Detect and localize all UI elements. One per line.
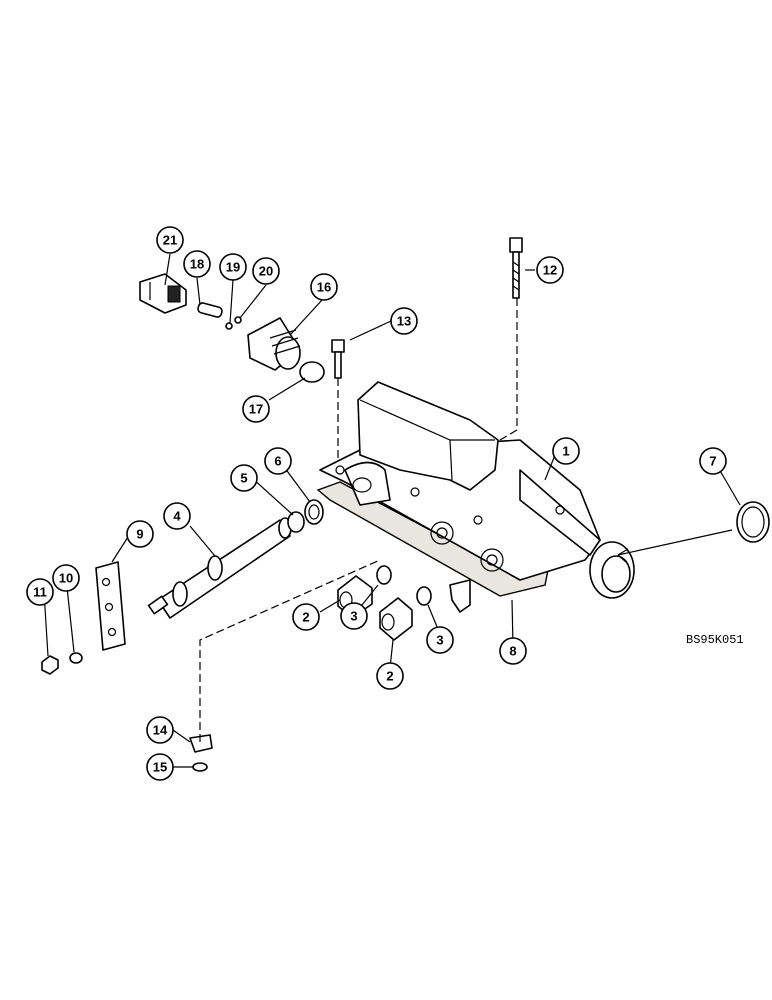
- seal-upper: [376, 565, 392, 585]
- svg-text:10: 10: [59, 571, 73, 586]
- plug-body: [247, 317, 301, 371]
- callout-14: 14: [146, 716, 174, 744]
- callout-10: 10: [52, 564, 80, 592]
- callout-15: 15: [146, 753, 174, 781]
- cap-14: [189, 734, 213, 753]
- callout-17: 17: [242, 395, 270, 423]
- svg-text:9: 9: [136, 527, 143, 542]
- svg-text:4: 4: [173, 509, 181, 524]
- callout-20: 20: [252, 257, 280, 285]
- callout-12: 12: [536, 256, 564, 284]
- short-bolt: [331, 339, 345, 460]
- seal-5: [287, 511, 305, 533]
- reference-code: BS95K051: [686, 633, 744, 647]
- valve-housing: [316, 381, 635, 613]
- svg-text:5: 5: [240, 471, 247, 486]
- callout-19: 19: [219, 253, 247, 281]
- link-plate: [95, 561, 126, 651]
- svg-text:1: 1: [562, 444, 569, 459]
- svg-text:21: 21: [163, 233, 177, 248]
- callout-21: 21: [156, 226, 184, 254]
- svg-text:3: 3: [436, 633, 443, 648]
- callout-16: 16: [310, 273, 338, 301]
- callout-2-upper: 2: [292, 603, 320, 631]
- seal-6: [304, 499, 324, 525]
- callout-2-lower: 2: [376, 662, 404, 690]
- o-ring-large: [299, 361, 325, 383]
- svg-text:17: 17: [249, 402, 263, 417]
- svg-text:14: 14: [153, 723, 168, 738]
- small-ring-a: [225, 322, 233, 330]
- svg-text:2: 2: [386, 669, 393, 684]
- callout-7: 7: [699, 447, 727, 475]
- callout-18: 18: [183, 250, 211, 278]
- long-bolt: [499, 237, 523, 441]
- washer: [69, 652, 83, 664]
- plug-lower: [379, 597, 413, 641]
- svg-text:16: 16: [317, 280, 331, 295]
- svg-text:7: 7: [709, 454, 716, 469]
- svg-text:11: 11: [33, 585, 47, 600]
- callout-13: 13: [390, 307, 418, 335]
- spool-shaft: [147, 517, 292, 619]
- washer-15: [192, 762, 208, 772]
- small-ring-b: [234, 316, 242, 324]
- pin: [197, 302, 223, 318]
- callout-8: 8: [499, 637, 527, 665]
- callout-1: 1: [552, 437, 580, 465]
- svg-text:6: 6: [274, 454, 281, 469]
- callout-9: 9: [126, 520, 154, 548]
- callout-4: 4: [163, 502, 191, 530]
- svg-text:12: 12: [543, 263, 557, 278]
- nut: [41, 655, 59, 675]
- svg-text:19: 19: [226, 260, 240, 275]
- callout-3-lower: 3: [426, 626, 454, 654]
- callout-11: 11: [26, 578, 54, 606]
- callout-6: 6: [264, 447, 292, 475]
- seal-lower: [416, 586, 432, 606]
- svg-text:8: 8: [509, 644, 516, 659]
- svg-text:18: 18: [190, 257, 204, 272]
- svg-text:2: 2: [302, 610, 309, 625]
- sender-unit: [139, 273, 187, 314]
- svg-text:3: 3: [350, 609, 357, 624]
- svg-text:13: 13: [397, 314, 411, 329]
- svg-text:20: 20: [259, 264, 273, 279]
- callout-5: 5: [230, 464, 258, 492]
- callout-3-upper: 3: [340, 602, 368, 630]
- svg-text:15: 15: [153, 760, 167, 775]
